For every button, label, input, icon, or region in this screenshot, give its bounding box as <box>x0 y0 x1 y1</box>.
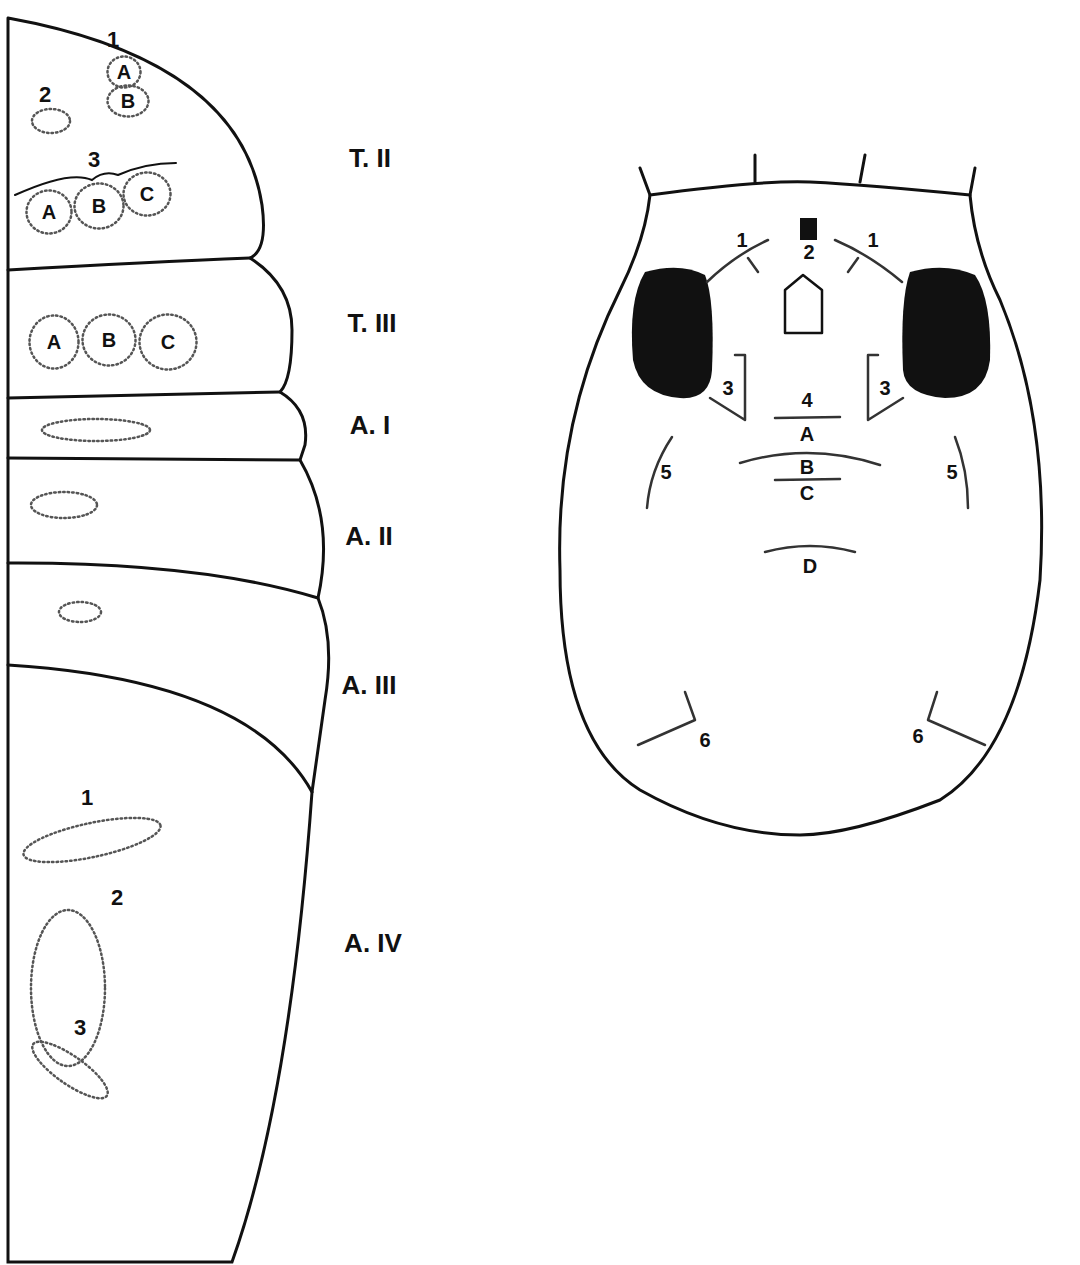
callout-number: C <box>800 483 814 503</box>
segment-label: T. III <box>347 310 396 336</box>
dotted-circle: C <box>138 313 198 371</box>
dotted-circle: A <box>28 314 80 370</box>
callout-number: 6 <box>912 726 923 746</box>
callout-number: 1 <box>81 787 93 809</box>
head-marks <box>638 240 985 745</box>
area-letter: B <box>92 196 106 216</box>
callout-number: 2 <box>111 887 123 909</box>
segment-label: A. I <box>350 412 390 438</box>
callout-number: 3 <box>88 149 100 171</box>
dotted-circle: C <box>122 171 172 217</box>
dotted-circle: B <box>106 84 150 118</box>
callout-number: 2 <box>39 84 51 106</box>
callout-number: 3 <box>74 1017 86 1039</box>
callout-number: 3 <box>722 378 733 398</box>
area-letter: C <box>140 184 154 204</box>
segment-label: A. II <box>345 523 393 549</box>
callout-number: 1 <box>107 29 119 51</box>
area-letter: C <box>161 332 175 352</box>
area-letter: A <box>47 332 61 352</box>
callout-number: 3 <box>879 378 890 398</box>
area-letter: B <box>121 91 135 111</box>
callout-number: 1 <box>736 230 747 250</box>
dotted-areas <box>20 109 164 1107</box>
segment-label: A. III <box>342 672 397 698</box>
callout-number: D <box>803 556 817 576</box>
dotted-circle: B <box>73 182 125 230</box>
segment-label: T. II <box>349 145 391 171</box>
body-outline <box>8 18 329 1262</box>
segment-label: A. IV <box>344 930 402 956</box>
callout-number: 4 <box>801 390 812 410</box>
callout-number: A <box>800 424 814 444</box>
callout-number: 5 <box>946 462 957 482</box>
area-letter: B <box>102 330 116 350</box>
callout-number: 6 <box>699 730 710 750</box>
callout-number: 1 <box>867 230 878 250</box>
callout-number: 5 <box>660 462 671 482</box>
callout-number: B <box>800 457 814 477</box>
dotted-circle: A <box>106 55 142 89</box>
eyes <box>632 218 990 398</box>
head-capsule <box>560 155 1042 835</box>
dotted-circle: B <box>81 313 137 367</box>
area-letter: A <box>42 202 56 222</box>
area-letter: A <box>117 62 131 82</box>
callout-number: 2 <box>803 242 814 262</box>
dotted-circle: A <box>25 189 73 235</box>
